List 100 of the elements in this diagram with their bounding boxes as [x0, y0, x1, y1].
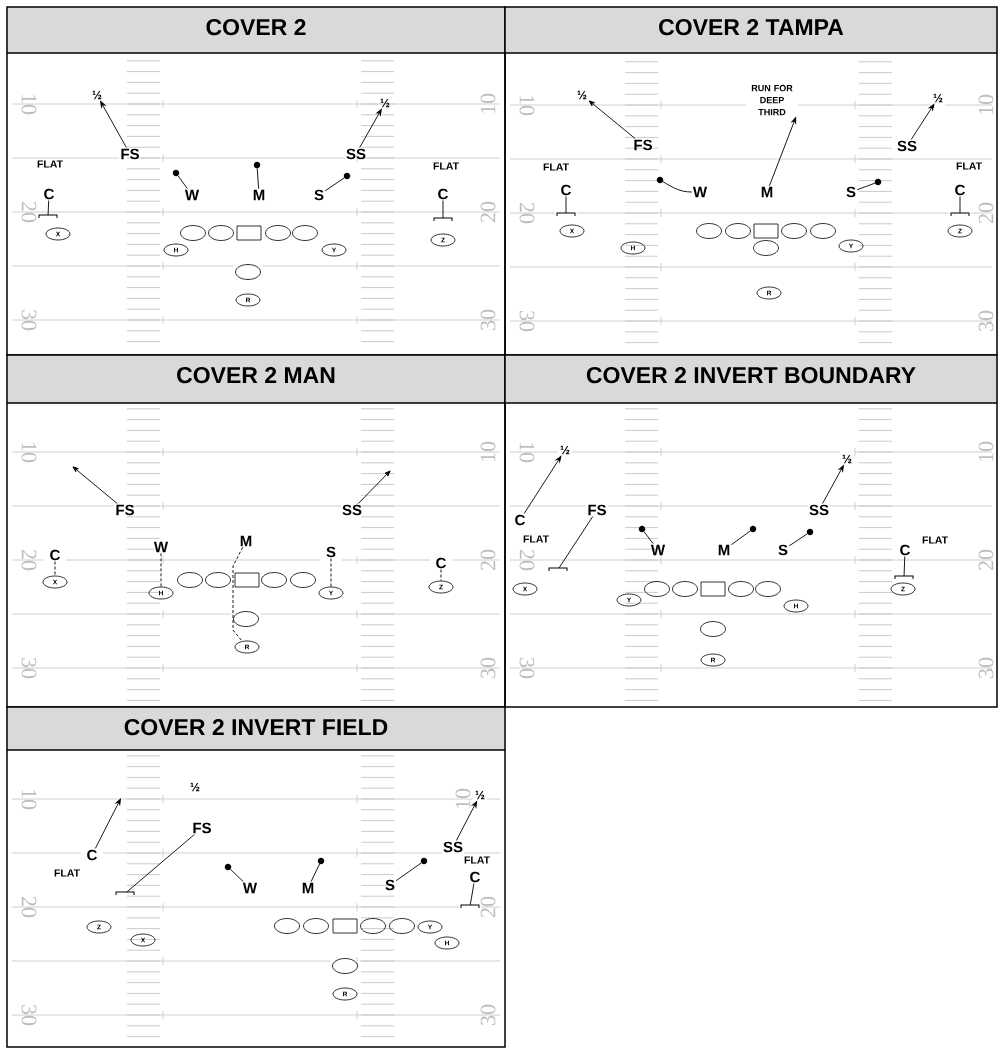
defender-label: SS	[346, 148, 366, 160]
defender-label: C	[438, 188, 448, 200]
zone-label: FLAT	[433, 162, 459, 170]
center-marker	[753, 223, 779, 239]
flat-bracket	[556, 212, 576, 217]
drop-line	[126, 834, 195, 893]
defender-label: S	[326, 546, 336, 558]
defender-label: SS	[443, 841, 463, 853]
defender-label: C	[561, 184, 571, 196]
lineman-marker	[177, 572, 203, 588]
route-arrow	[769, 117, 797, 187]
zone-label: FLAT	[464, 856, 490, 864]
defender-label: C	[900, 544, 910, 556]
route-arrow	[822, 465, 844, 504]
lineman-marker	[389, 918, 415, 934]
lineman-marker	[728, 581, 754, 597]
zone-label: FLAT	[956, 162, 982, 170]
flat-bracket	[950, 212, 970, 217]
lineman-marker	[303, 918, 329, 934]
lineman-marker	[265, 225, 291, 241]
lineman-marker	[290, 572, 316, 588]
route-arrow	[94, 798, 121, 849]
drop-line	[558, 516, 594, 569]
quarterback-marker	[700, 621, 726, 637]
yard-number: 30	[978, 657, 994, 678]
drop-line	[903, 556, 906, 577]
defender-label: FS	[116, 504, 134, 516]
yard-number: 20	[21, 550, 37, 571]
quarterback-marker	[332, 958, 358, 974]
yard-number: 30	[480, 309, 496, 330]
zone-label: ½	[92, 90, 102, 100]
coverage-line	[330, 558, 332, 588]
lineman-marker	[261, 572, 287, 588]
drop-line	[324, 177, 345, 192]
defender-label: SS	[342, 504, 362, 516]
defender-label: FS	[634, 139, 652, 151]
defender-label: W	[692, 186, 708, 198]
drop-line	[662, 181, 693, 193]
defender-label: W	[184, 189, 200, 201]
defender-label: W	[650, 544, 666, 556]
flat-bracket	[894, 575, 914, 580]
defender-label: C	[87, 849, 97, 861]
drop-line	[47, 200, 50, 216]
center-marker	[700, 581, 726, 597]
yard-number: 20	[21, 202, 37, 223]
yard-number: 30	[978, 310, 994, 331]
coverage-line	[440, 569, 442, 582]
route-arrow	[455, 801, 478, 841]
yard-number: 10	[519, 95, 535, 116]
route-arrow	[910, 104, 935, 140]
route-arrow	[357, 470, 391, 504]
defender-label: M	[253, 189, 265, 201]
defender-label: SS	[809, 504, 829, 516]
quarterback-marker	[753, 240, 779, 256]
zone-label: ½	[842, 454, 852, 464]
lineman-marker	[274, 918, 300, 934]
yard-number: 20	[480, 549, 496, 571]
drop-line	[731, 530, 751, 546]
quarterback-marker	[235, 264, 261, 280]
drop-line	[856, 182, 876, 191]
lineman-marker	[755, 581, 781, 597]
defender-label: C	[436, 557, 446, 569]
defender-label: M	[302, 882, 314, 894]
lineman-marker	[180, 225, 206, 241]
defender-label: FS	[193, 822, 211, 834]
flat-bracket	[38, 214, 58, 219]
lineman-marker	[725, 223, 751, 239]
drop-line	[643, 531, 654, 545]
yard-number: 30	[21, 658, 37, 679]
drop-line	[469, 883, 475, 906]
route-arrow	[588, 100, 636, 139]
drop-line	[177, 175, 188, 190]
drop-line	[395, 862, 422, 882]
drop-line	[565, 196, 567, 214]
yard-number: 10	[21, 94, 37, 115]
zone-label: FLAT	[37, 160, 63, 168]
lineman-marker	[644, 581, 670, 597]
yard-number: 20	[978, 549, 994, 571]
yard-number: 30	[21, 310, 37, 331]
yard-number: 20	[519, 203, 535, 224]
drop-line	[442, 200, 444, 219]
lineman-marker	[205, 572, 231, 588]
defender-label: W	[153, 541, 169, 553]
yard-number: 20	[480, 201, 496, 223]
defender-label: FS	[121, 148, 139, 160]
drop-line	[229, 868, 244, 883]
zone-label: FLAT	[54, 869, 80, 877]
yard-number: 30	[480, 1004, 496, 1025]
yard-number: 20	[519, 550, 535, 571]
yard-number: 10	[978, 94, 994, 115]
zone-label: ½	[380, 98, 390, 108]
zone-label: ½	[475, 790, 485, 800]
zone-label: FLAT	[523, 535, 549, 543]
center-marker	[234, 572, 260, 588]
defender-label: M	[718, 544, 730, 556]
defender-label: W	[242, 882, 258, 894]
yard-number: 10	[455, 788, 471, 809]
route-arrow	[359, 109, 382, 148]
route-arrow	[100, 101, 127, 148]
defender-label: C	[44, 188, 54, 200]
